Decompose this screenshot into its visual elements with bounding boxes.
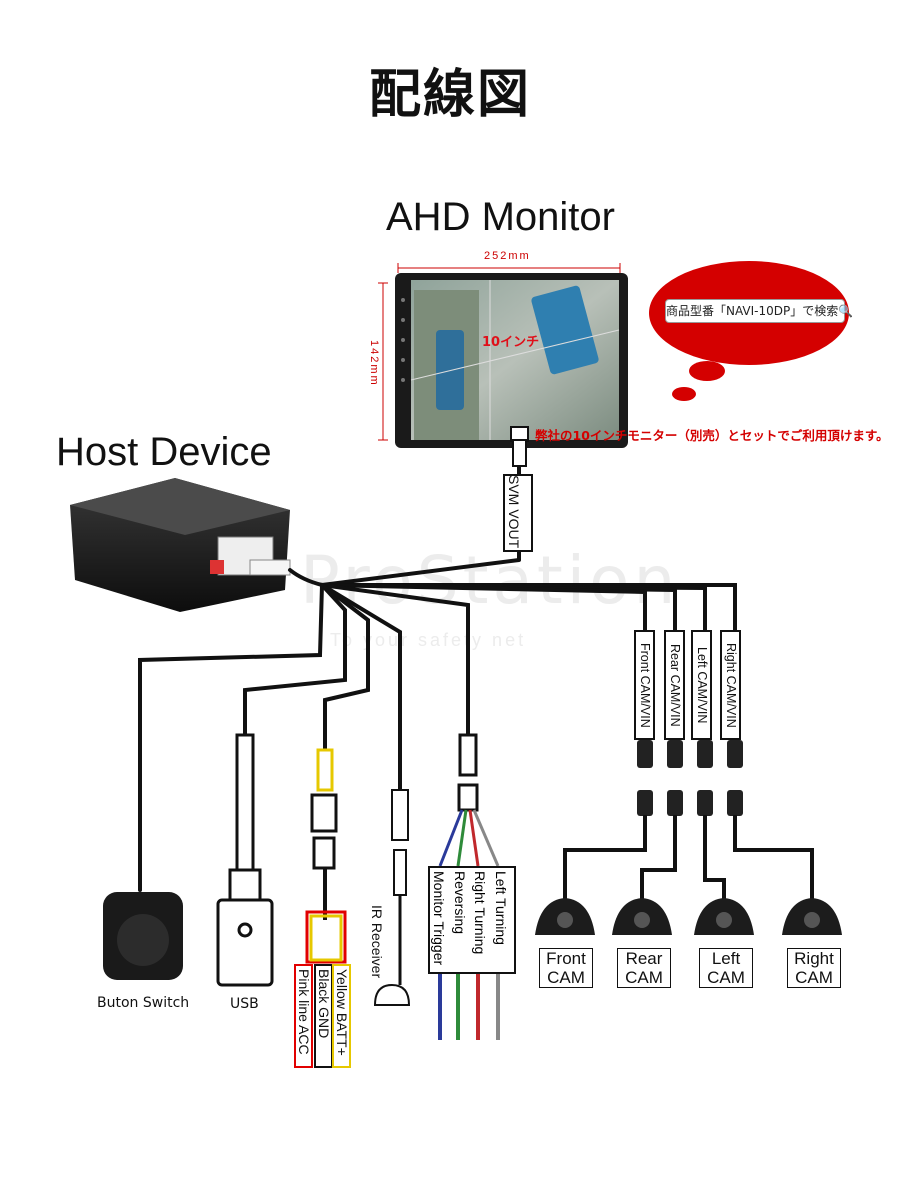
front-cam-line2: CAM [547,968,585,987]
left-cam-label: Left CAM [699,948,753,988]
rear-cam-line2: CAM [625,968,663,987]
power-connectors [305,748,347,964]
monitor-trigger-label: Monitor Trigger [430,868,447,970]
front-cam-label: Front CAM [539,948,593,988]
reversing-label: Reversing [451,868,468,970]
page-title: 配線図 [368,65,531,125]
left-cam-line1: Left [711,949,741,968]
right-turning-label: Right Turning [471,868,488,970]
right-cam-vin-label: Right CAM/VIN [720,630,741,740]
host-device [70,478,291,612]
left-cam-line2: CAM [707,968,745,987]
search-bubble-text: 商品型番「NAVI-10DP」で検索🔍 [665,299,853,323]
monitor-label: AHD Monitor [386,195,615,239]
screen-size-note: 10インチ [482,335,540,350]
camera-connectors [637,740,743,816]
monitor-width-dimension: 252mm [484,250,531,262]
svm-vout-label: SVM VOUT [506,475,522,549]
yellow-batt-label: Yellow BATT+ [332,964,351,1068]
cameras [535,898,842,935]
watermark-subtitle: To your safety net [330,630,527,650]
rear-cam-vin-label: Rear CAM/VIN [664,630,685,740]
pink-acc-label: Pink line ACC [294,964,313,1068]
search-cloud [649,261,849,401]
front-cam-line1: Front [546,949,586,968]
right-cam-line1: Right [794,949,834,968]
ir-receiver-label: IR Receiver [369,905,385,979]
dimension-lines [378,263,621,441]
trigger-harness [438,733,500,1040]
ir-receiver [373,789,411,1006]
button-switch [103,892,183,980]
set-note: 弊社の10インチモニター（別売）とセットでご利用頂けます。 [535,428,889,443]
front-cam-vin-label: Front CAM/VIN [634,630,655,740]
ahd-monitor [395,273,628,448]
black-gnd-label: Black GND [314,964,333,1068]
rear-cam-line1: Rear [625,949,663,968]
right-cam-line2: CAM [795,968,833,987]
left-turning-label: Left Turning [492,868,509,970]
usb-connector [216,733,274,987]
usb-label: USB [230,996,259,1012]
host-device-label: Host Device [56,430,272,474]
button-switch-label: Buton Switch [97,995,190,1011]
left-cam-vin-label: Left CAM/VIN [691,630,712,740]
rear-cam-label: Rear CAM [617,948,671,988]
monitor-height-dimension: 142mm [368,340,380,387]
right-cam-label: Right CAM [787,948,841,988]
